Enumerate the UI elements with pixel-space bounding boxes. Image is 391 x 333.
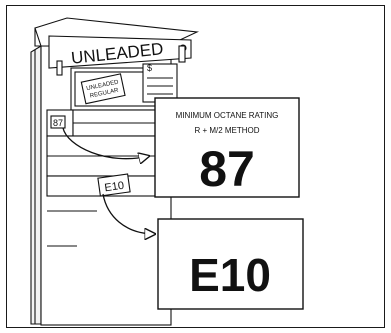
pump-octane-sticker: 87 — [53, 118, 63, 128]
fuel-pump-label-diagram: UNLEADED UNLEADED REGULAR $ — [7, 6, 384, 327]
octane-label-value: 87 — [199, 141, 255, 197]
ethanol-label: E10 — [158, 219, 303, 309]
octane-label-line2: R + M/2 METHOD — [194, 126, 259, 135]
pump-ethanol-sticker-group: E10 — [98, 174, 130, 196]
octane-label: MINIMUM OCTANE RATING R + M/2 METHOD 87 — [155, 98, 299, 197]
illustration-frame: UNLEADED UNLEADED REGULAR $ — [6, 5, 385, 328]
ethanol-label-value: E10 — [189, 249, 271, 301]
octane-label-line1: MINIMUM OCTANE RATING — [176, 111, 279, 120]
pump-price-symbol: $ — [147, 63, 152, 73]
